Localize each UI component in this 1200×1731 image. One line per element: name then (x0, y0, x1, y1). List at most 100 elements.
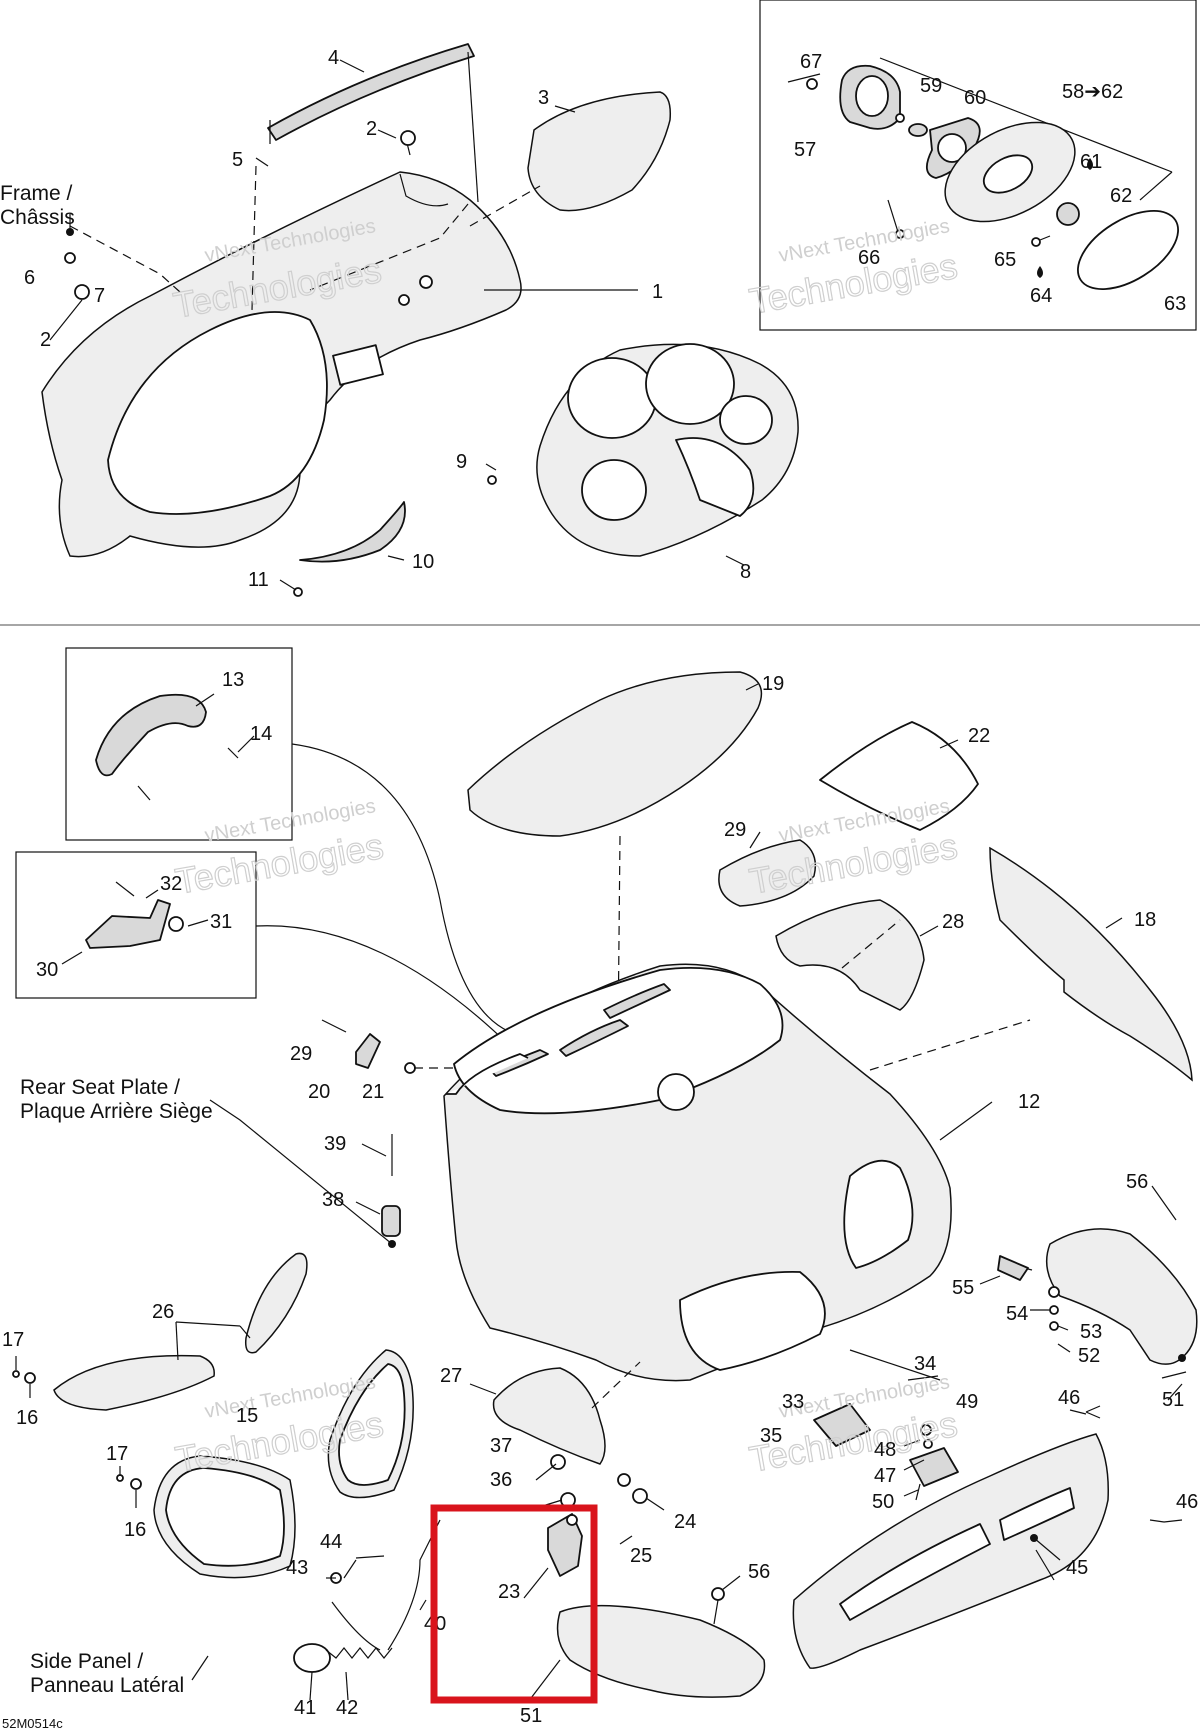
seat-cushion (467, 671, 763, 837)
side-trim-51 (556, 1604, 766, 1698)
callout-21: 21 (362, 1081, 384, 1103)
callout-20: 20 (308, 1081, 330, 1103)
callout-32: 32 (160, 873, 182, 895)
callout-45: 45 (1066, 1557, 1088, 1579)
callout-12: 12 (1018, 1091, 1040, 1113)
callout-53: 53 (1080, 1321, 1102, 1343)
storage-cover (527, 91, 672, 212)
callout-26: 26 (152, 1301, 174, 1323)
inset-box-speaker (759, 0, 1197, 331)
callout-28: 28 (942, 911, 964, 933)
mat-28 (775, 899, 925, 1011)
callout-62: 62 (1110, 185, 1132, 207)
callout-63: 63 (1164, 293, 1186, 315)
callout-61: 61 (1080, 151, 1102, 173)
callout-65: 65 (994, 249, 1016, 271)
callout-51b: 51 (520, 1705, 542, 1727)
callout-8: 8 (740, 561, 751, 583)
callout-10: 10 (412, 551, 434, 573)
callout-13: 13 (222, 669, 244, 691)
callout-37: 37 (490, 1435, 512, 1457)
callout-59: 59 (920, 75, 942, 97)
spring-42 (325, 1647, 393, 1659)
callout-43: 43 (286, 1557, 308, 1579)
callout-9: 9 (456, 451, 467, 473)
callout-35: 35 (760, 1425, 782, 1447)
callout-41: 41 (294, 1697, 316, 1719)
ring-41 (293, 1643, 331, 1673)
callout-30: 30 (36, 959, 58, 981)
callout-56b: 56 (748, 1561, 770, 1583)
label-rear-seat-fr: Plaque Arrière Siège (20, 1100, 213, 1123)
callout-48: 48 (874, 1439, 896, 1461)
callout-36: 36 (490, 1469, 512, 1491)
vent-grille-26b (53, 1354, 215, 1411)
callout-2b: 2 (40, 329, 51, 351)
callout-17b: 17 (106, 1443, 128, 1465)
callout-64: 64 (1030, 285, 1052, 307)
callout-1: 1 (652, 281, 663, 303)
callout-46a: 46 (1058, 1387, 1080, 1409)
callout-49: 49 (956, 1391, 978, 1413)
callout-34: 34 (914, 1353, 936, 1375)
callout-52: 52 (1078, 1345, 1100, 1367)
callouts: 1 2 2 3 4 5 6 7 8 9 10 11 13 14 19 22 29… (2, 47, 1198, 1727)
callout-19: 19 (762, 673, 784, 695)
callout-24: 24 (674, 1511, 696, 1533)
speaker-grille (1077, 210, 1179, 290)
callout-51a: 51 (1162, 1389, 1184, 1411)
callout-16a: 16 (16, 1407, 38, 1429)
callout-50: 50 (872, 1491, 894, 1513)
callout-25: 25 (630, 1545, 652, 1567)
callout-54: 54 (1006, 1303, 1028, 1325)
panel-22 (819, 721, 979, 831)
callout-47: 47 (874, 1465, 896, 1487)
speaker-spring (908, 123, 928, 137)
side-cover-18 (989, 846, 1193, 1082)
label-side-panel-fr: Panneau Latéral (30, 1674, 184, 1697)
callout-39: 39 (324, 1133, 346, 1155)
callout-11: 11 (248, 569, 269, 591)
trim-strip (299, 501, 406, 563)
callout-15: 15 (236, 1405, 258, 1427)
callout-2a: 2 (366, 118, 377, 140)
callout-66: 66 (858, 247, 880, 269)
label-frame: Frame / (0, 182, 73, 205)
callout-33: 33 (782, 1391, 804, 1413)
callout-23: 23 (498, 1581, 520, 1603)
grab-handle (95, 693, 207, 777)
callout-17a: 17 (2, 1329, 24, 1351)
bracket-23 (547, 1513, 583, 1577)
callout-44: 44 (320, 1531, 342, 1553)
diagram-code: 52M0514c (2, 1716, 63, 1731)
inset-box-bracket (15, 851, 257, 999)
callout-16b: 16 (124, 1519, 146, 1541)
callout-57: 57 (794, 139, 816, 161)
callout-60: 60 (964, 87, 986, 109)
tube-part (267, 43, 475, 141)
callout-22: 22 (968, 725, 990, 747)
callout-4: 4 (328, 47, 339, 69)
bracket-20 (355, 1033, 381, 1069)
callout-3: 3 (538, 87, 549, 109)
vent-grille-26a (244, 1252, 308, 1354)
callout-58: 58➔62 (1062, 81, 1123, 103)
callout-27: 27 (440, 1365, 462, 1387)
callout-31: 31 (210, 911, 232, 933)
label-side-panel: Side Panel / (30, 1650, 143, 1673)
callout-67: 67 (800, 51, 822, 73)
callout-18: 18 (1134, 909, 1156, 931)
callout-29a: 29 (724, 819, 746, 841)
callout-42: 42 (336, 1697, 358, 1719)
label-rear-seat: Rear Seat Plate / (20, 1076, 180, 1099)
callout-56a: 56 (1126, 1171, 1148, 1193)
callout-14: 14 (250, 723, 272, 745)
callout-38: 38 (322, 1189, 344, 1211)
seat-bracket (85, 899, 171, 949)
callout-29b: 29 (290, 1043, 312, 1065)
side-panel-56 (1045, 1228, 1198, 1365)
callout-46b: 46 (1176, 1491, 1198, 1513)
pad-29 (718, 839, 817, 907)
speaker-knob (1056, 202, 1080, 226)
